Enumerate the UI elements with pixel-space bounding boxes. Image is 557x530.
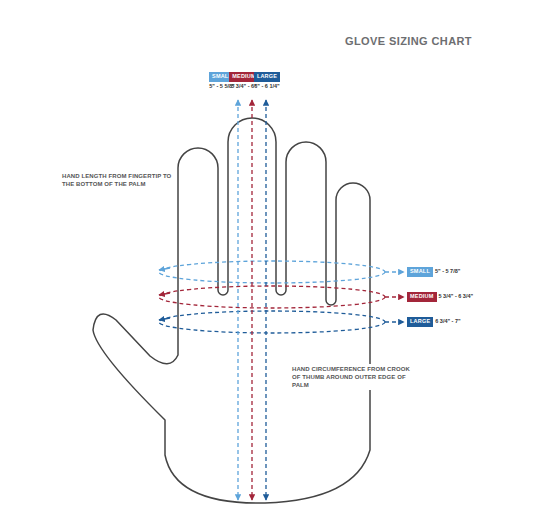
medium-circumference-arrow [159,293,170,295]
chart-title: GLOVE SIZING CHART [345,35,472,47]
large-size-badge: LARGE6 3/4" - 7" [407,317,461,327]
small-circumference [159,261,385,283]
size-range: 6" - 6 1/4" [254,84,279,90]
size-range: 5" - 5 7/8" [435,269,460,275]
size-range: 5" - 5 5/8" [209,84,234,90]
medium-size-badge: MEDIUM5 3/4" - 6 3/4" [407,292,473,302]
small-size-badge: SMALL5" - 5 7/8" [407,267,460,277]
large-circumference-lead [385,321,404,322]
large-circumference [159,311,385,333]
size-name: LARGE [407,317,433,327]
small-circumference-arrow [159,268,170,270]
size-range: 5 3/4" - 6" [231,84,256,90]
length-note: HAND LENGTH FROM FINGERTIP TO THE BOTTOM… [62,172,174,188]
large-circumference-arrow [159,318,170,320]
medium-circumference [159,286,385,308]
size-name: LARGE [254,72,280,82]
size-range: 6 3/4" - 7" [435,319,460,325]
circumference-note: HAND CIRCUMFERENCE FROM CROOK OF THUMB A… [290,364,412,390]
medium-circumference-lead [385,296,404,297]
large-size-badge: LARGE 6" - 6 1/4" [254,72,280,89]
size-name: MEDIUM [407,292,437,302]
small-length-arrow [237,100,238,500]
large-length-arrow [265,100,266,500]
small-circumference-lead [385,271,404,272]
size-name: SMALL [407,267,433,277]
medium-length-arrow [251,100,252,500]
size-range: 5 3/4" - 6 3/4" [439,294,474,300]
